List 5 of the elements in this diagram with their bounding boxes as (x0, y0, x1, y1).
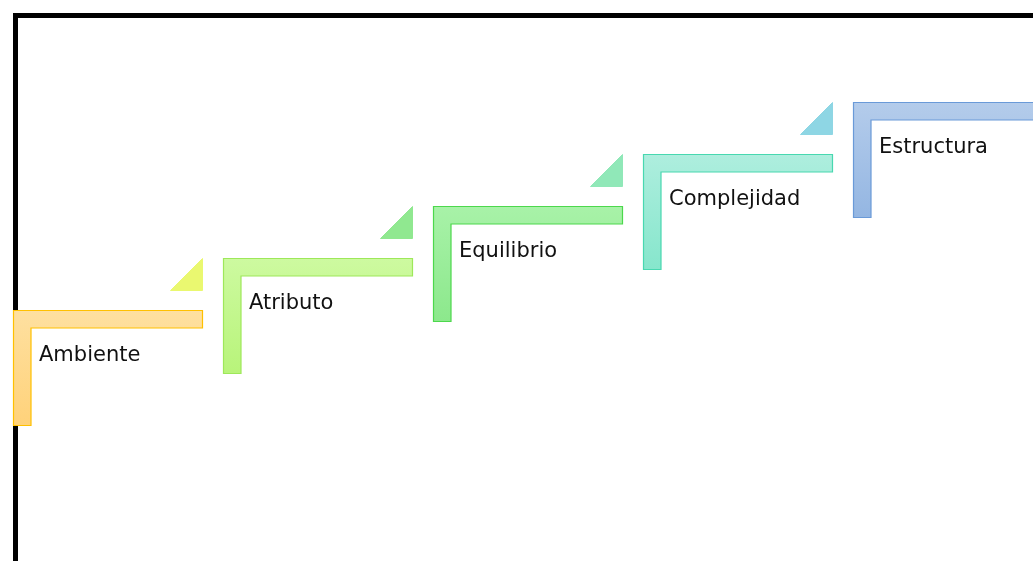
step-label: Equilibrio (459, 238, 558, 262)
step-label: Estructura (879, 134, 988, 158)
step-label: Ambiente (39, 342, 141, 366)
step-label: Atributo (249, 290, 334, 314)
step-label: Complejidad (669, 186, 801, 210)
